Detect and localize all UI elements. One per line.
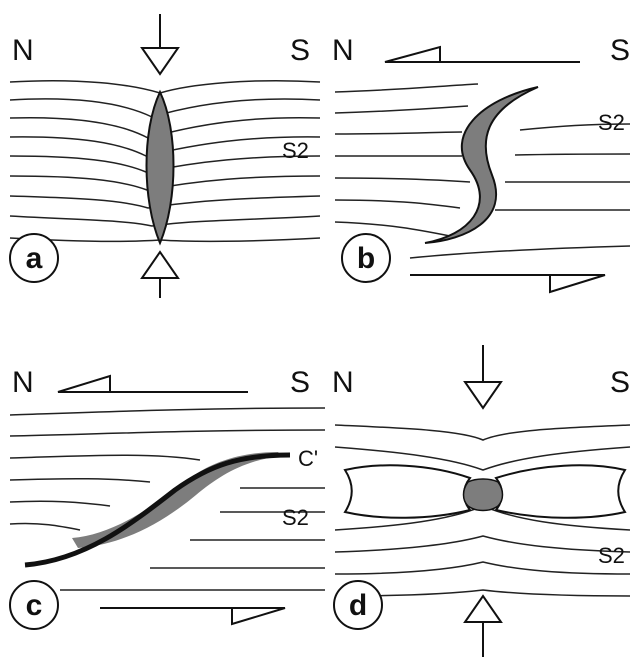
panel-d-boudin-right <box>496 465 625 517</box>
panel-c-shear-arrow-bottom <box>100 608 285 624</box>
panel-b-south-label: S <box>610 34 630 67</box>
panel-c-south-label: S <box>290 366 310 399</box>
panel-b: N S S2 b <box>332 34 630 292</box>
panel-d-north-label: N <box>332 366 354 399</box>
panel-b-foliation-label: S2 <box>598 110 625 135</box>
panel-b-letter-badge: b <box>342 234 390 282</box>
panel-d-foliation-label: S2 <box>598 543 625 568</box>
panel-b-letter: b <box>357 242 375 275</box>
panel-c-letter-badge: c <box>10 581 58 629</box>
panel-a-foliation-label: S2 <box>282 138 309 163</box>
panel-c: N S C' S2 <box>10 366 325 629</box>
panel-a-compression-arrow-bottom <box>142 252 178 298</box>
panel-a-compression-arrow-top <box>142 14 178 74</box>
panel-a-north-label: N <box>12 34 34 67</box>
panel-b-shear-arrow-top <box>385 47 580 62</box>
panel-c-north-label: N <box>12 366 34 399</box>
panel-a-letter: a <box>26 242 43 275</box>
panel-d-compression-arrow-bottom <box>465 596 501 657</box>
panel-a-porphyroblast <box>147 92 174 243</box>
panel-b-shear-arrow-bottom <box>410 275 605 292</box>
panel-b-porphyroblast <box>425 87 538 243</box>
panel-b-north-label: N <box>332 34 354 67</box>
panel-d-south-label: S <box>610 366 630 399</box>
panel-c-shear-band-label: C' <box>298 446 318 471</box>
panel-a-letter-badge: a <box>10 234 58 282</box>
panel-c-foliation-label: S2 <box>282 505 309 530</box>
panel-d-compression-arrow-top <box>465 345 501 408</box>
panel-c-letter: c <box>26 589 43 622</box>
panel-c-shear-arrow-top <box>58 376 248 392</box>
panel-d: N S S2 d <box>332 345 630 657</box>
panel-d-letter: d <box>349 589 367 622</box>
panel-a: N S S2 a <box>10 14 320 298</box>
panel-c-porphyroblast <box>72 452 282 548</box>
panel-d-letter-badge: d <box>334 581 382 629</box>
panel-d-boudin-left <box>345 465 470 517</box>
panel-d-porphyroblast <box>464 479 503 511</box>
panel-a-south-label: S <box>290 34 310 67</box>
